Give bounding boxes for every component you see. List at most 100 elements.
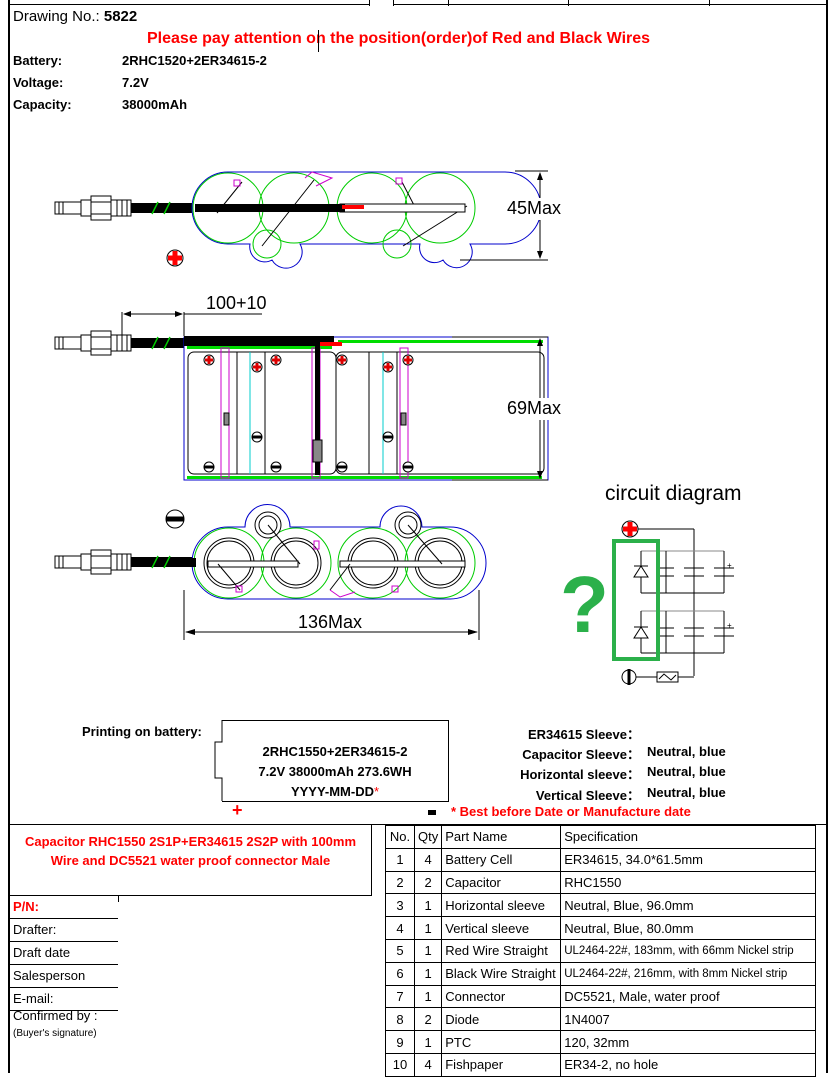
frame-tick — [448, 0, 449, 6]
bom-header-qty: Qty — [413, 825, 443, 849]
bom-part: Fishpaper — [441, 1052, 562, 1077]
printing-date-star: * — [374, 784, 380, 799]
voltage-value: 7.2V — [122, 75, 149, 90]
bom-no: 6 — [385, 961, 415, 986]
bom-qty: 1 — [413, 938, 443, 963]
battery-plus-mark: + — [232, 800, 243, 820]
bom-header-no: No. — [385, 825, 415, 849]
side-view — [54, 311, 572, 481]
technical-drawing: + + — [54, 170, 734, 685]
bom-qty: 2 — [413, 1007, 443, 1032]
bom-qty: 1 — [413, 916, 443, 940]
draft-date-label: Draft date — [10, 942, 118, 965]
frame-tick — [709, 0, 710, 6]
circuit-positive-icon — [621, 520, 639, 538]
frame-tick — [369, 0, 370, 6]
sleeve-label-horizontal: Horizontal sleeve： — [520, 767, 640, 782]
bom-spec: Neutral, Blue, 80.0mm — [560, 916, 817, 940]
best-before-note: * Best before Date or Manufacture date — [451, 804, 691, 819]
bom-part: Battery Cell — [441, 847, 562, 872]
connector-icon — [54, 195, 132, 221]
bom-spec: 1N4007 — [560, 1007, 817, 1032]
black-wire — [131, 203, 201, 213]
circuit-diagram: + + — [612, 520, 734, 685]
top-view — [54, 170, 572, 269]
drawing-number-value: 5822 — [103, 8, 138, 25]
printing-line-model: 2RHC1550+2ER34615-2 — [262, 744, 408, 759]
printing-label: Printing on battery: — [82, 724, 202, 739]
bom-no: 2 — [385, 870, 415, 895]
bom-no: 8 — [385, 1007, 415, 1032]
confirmed-by: Confirmed by : (Buyer's signature) — [13, 1008, 98, 1042]
printing-date: YYYY-MM-DD — [290, 784, 374, 799]
circuit-negative-icon — [621, 669, 637, 685]
sleeve-label-er34615: ER34615 Sleeve： — [527, 727, 640, 742]
battery-minus-mark — [428, 810, 436, 815]
drawing-number: Drawing No.: 5822 — [13, 8, 137, 25]
voltage-label: Voltage: — [13, 75, 64, 90]
svg-text:+: + — [727, 561, 732, 570]
section-divider — [10, 824, 826, 825]
printing-line-date: YYYY-MM-DD* — [222, 782, 448, 802]
bom-qty: 1 — [413, 961, 443, 986]
confirmed-by-label: Confirmed by : — [13, 1008, 98, 1023]
printing-text: 2RHC1550+2ER34615-2 7.2V 38000mAh 273.6W… — [222, 742, 448, 802]
bom-qty: 1 — [413, 1030, 443, 1054]
connector-icon — [54, 549, 132, 575]
bom-spec: DC5521, Male, water proof — [560, 984, 817, 1009]
bom-part: Capacitor — [441, 870, 562, 895]
bom-no: 7 — [385, 984, 415, 1009]
bom-no: 3 — [385, 893, 415, 918]
battery-value: 2RHC1520+2ER34615-2 — [122, 53, 267, 68]
dim-wire-length: 100+10 — [206, 293, 267, 313]
frame-border-right — [826, 0, 828, 1073]
bom-part: Red Wire Straight — [441, 938, 562, 963]
capacity-value: 38000mAh — [122, 97, 188, 112]
battery-label: Battery: — [13, 53, 63, 68]
question-mark-icon: ? — [560, 560, 609, 649]
bom-qty: 1 — [413, 984, 443, 1009]
bom-spec: UL2464-22#, 216mm, with 8mm Nickel strip — [560, 961, 817, 986]
bom-no: 5 — [385, 938, 415, 963]
dim-bottom-width: 136Max — [298, 612, 363, 632]
printing-line-rating: 7.2V 38000mAh 273.6WH — [258, 764, 412, 779]
connector-icon — [54, 330, 132, 356]
bom-part: Diode — [441, 1007, 562, 1032]
top-rule-right — [393, 4, 826, 5]
svg-text:+: + — [727, 621, 732, 630]
bom-part: PTC — [441, 1030, 562, 1054]
bom-header-specification: Specification — [560, 825, 817, 849]
negative-terminal-icon — [165, 509, 185, 529]
attention-notice: Please pay attention on the position(ord… — [147, 30, 651, 47]
bottom-view — [54, 504, 487, 640]
email-label: E-mail: — [10, 988, 118, 1011]
product-description: Capacitor RHC1550 2S1P+ER34615 2S2P with… — [10, 824, 372, 896]
capacity-label: Capacity: — [13, 97, 72, 112]
sleeve-value-vertical: Neutral, blue — [647, 785, 726, 800]
highlight-box — [612, 539, 660, 661]
printing-box-bracket — [214, 720, 223, 801]
frame-tick — [568, 0, 569, 6]
top-rule-left — [10, 4, 370, 5]
bom-qty: 4 — [413, 847, 443, 872]
buyer-signature-label: (Buyer's signature) — [13, 1028, 97, 1039]
drawing-number-label: Drawing No.: — [13, 8, 100, 25]
title-block-tick — [118, 896, 119, 902]
bom-part: Connector — [441, 984, 562, 1009]
bom-spec: Neutral, Blue, 96.0mm — [560, 893, 817, 918]
bom-spec: 120, 32mm — [560, 1030, 817, 1054]
bom-part: Vertical sleeve — [441, 916, 562, 940]
bom-header-row: No. Qty Part Name Specification — [385, 825, 817, 849]
pn-label: P/N: — [10, 896, 118, 919]
drafter-label: Drafter: — [10, 919, 118, 942]
bom-qty: 1 — [413, 893, 443, 918]
salesperson-label: Salesperson — [10, 965, 118, 988]
